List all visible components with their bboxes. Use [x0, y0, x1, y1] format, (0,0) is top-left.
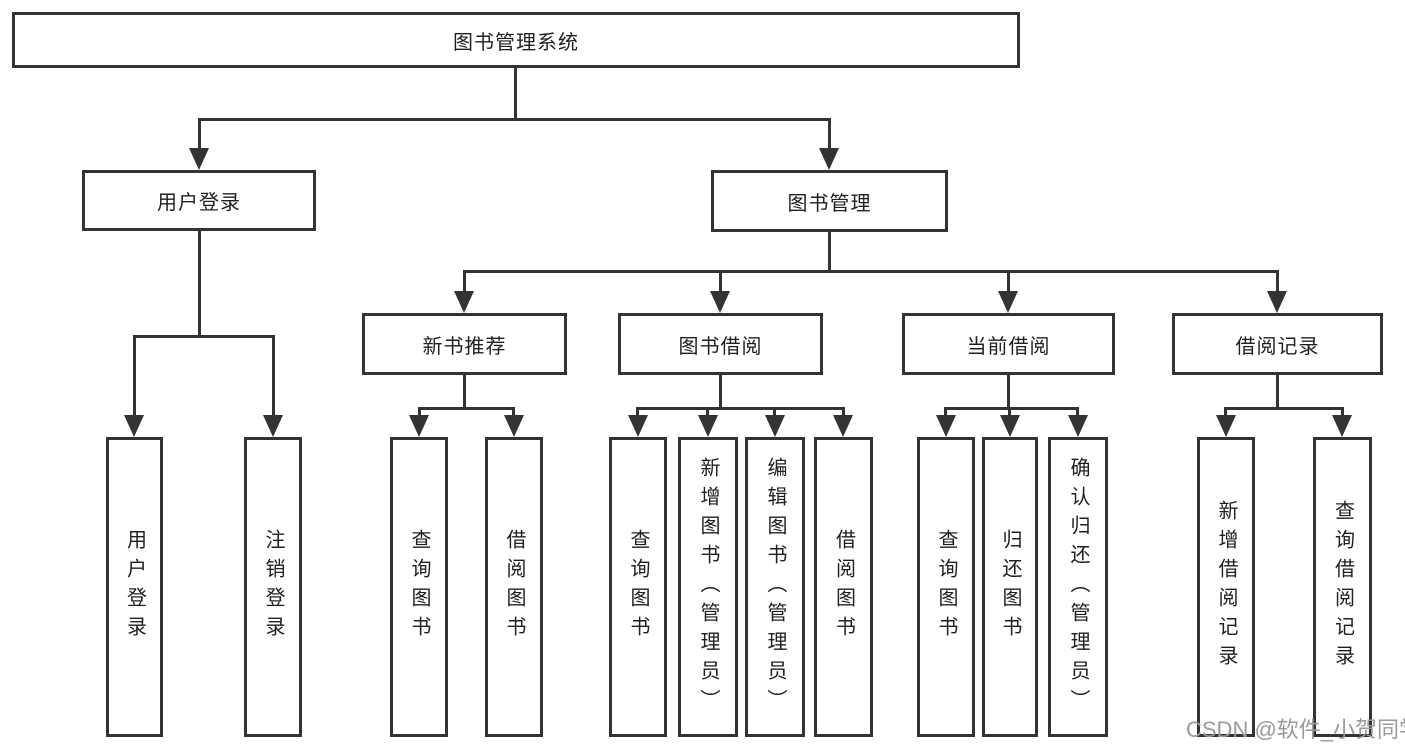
node-borrowing-records: 借阅记录 — [1172, 313, 1383, 375]
connector-line — [133, 335, 136, 415]
node-label: 用户登录 — [123, 529, 146, 645]
arrow-down-icon — [1000, 415, 1020, 437]
node-current-borrowing: 当前借阅 — [902, 313, 1115, 375]
arrow-down-icon — [1332, 415, 1352, 437]
connector-line — [1225, 407, 1344, 410]
connector-line — [512, 407, 515, 415]
node-label: 当前借阅 — [966, 335, 1051, 358]
leaf-add-borrow-record: 新增借阅记录 — [1197, 437, 1255, 737]
arrow-down-icon — [936, 415, 956, 437]
arrow-down-icon — [628, 415, 648, 437]
leaf-borrow-books-recommend: 借阅图书 — [485, 437, 543, 737]
csdn-watermark: CSDN @软件_小贺同学 — [1186, 717, 1405, 742]
node-label: 新增借阅记录 — [1215, 500, 1237, 674]
node-book-management: 图书管理 — [711, 170, 948, 232]
arrow-down-icon — [698, 415, 718, 437]
connector-line — [1008, 407, 1011, 415]
arrow-down-icon — [998, 291, 1018, 313]
leaf-query-books-current: 查询图书 — [917, 437, 975, 737]
connector-line — [198, 118, 831, 121]
connector-line — [418, 407, 421, 415]
connector-line — [133, 335, 275, 338]
node-label: 查询图书 — [627, 529, 649, 645]
connector-line — [514, 68, 517, 118]
connector-line — [945, 407, 1079, 410]
leaf-add-books-admin: 新增图书（管理员） — [678, 437, 738, 737]
connector-line — [1276, 270, 1279, 291]
node-label: 注销登录 — [262, 529, 284, 645]
connector-line — [828, 118, 831, 148]
leaf-borrow-books: 借阅图书 — [814, 437, 873, 737]
connector-line — [944, 407, 947, 415]
node-label: 图书管理系统 — [453, 31, 579, 54]
node-label: 新书推荐 — [422, 335, 507, 358]
node-user-login: 用户登录 — [82, 170, 316, 231]
leaf-user-login: 用户登录 — [106, 437, 163, 737]
node-label: 查询图书 — [408, 529, 430, 645]
arrow-down-icon — [1216, 415, 1236, 437]
connector-line — [1007, 270, 1010, 291]
node-label: 图书管理 — [787, 192, 872, 215]
arrow-down-icon — [409, 415, 429, 437]
arrow-down-icon — [454, 291, 474, 313]
connector-line — [773, 407, 776, 415]
connector-line — [719, 375, 722, 407]
connector-line — [828, 232, 831, 270]
node-label: 查询图书 — [935, 529, 957, 645]
arrow-down-icon — [124, 415, 144, 437]
node-label: 借阅图书 — [832, 529, 855, 645]
arrow-down-icon — [765, 415, 785, 437]
leaf-logout: 注销登录 — [244, 437, 302, 737]
arrow-down-icon — [504, 415, 524, 437]
connector-line — [463, 375, 466, 407]
connector-line — [463, 270, 1279, 273]
leaf-query-books-borrow: 查询图书 — [609, 437, 667, 737]
arrow-down-icon — [189, 148, 209, 170]
leaf-return-books: 归还图书 — [982, 437, 1038, 737]
connector-line — [719, 270, 722, 291]
arrow-down-icon — [1267, 291, 1287, 313]
connector-line — [1341, 407, 1344, 415]
node-label: 借阅记录 — [1235, 335, 1320, 358]
arrow-down-icon — [263, 415, 283, 437]
arrow-down-icon — [710, 291, 730, 313]
node-label: 确认归还（管理员） — [1067, 456, 1089, 718]
node-label: 查询借阅记录 — [1331, 500, 1354, 674]
connector-line — [1224, 407, 1227, 415]
arrow-down-icon — [1068, 415, 1088, 437]
connector-line — [198, 230, 201, 335]
node-label: 图书借阅 — [678, 335, 763, 358]
node-label: 借阅图书 — [503, 529, 525, 645]
leaf-confirm-return-admin: 确认归还（管理员） — [1048, 437, 1108, 737]
connector-line — [463, 270, 466, 291]
connector-line — [418, 407, 515, 410]
connector-line — [1007, 375, 1010, 407]
connector-line — [198, 118, 201, 148]
connector-line — [706, 407, 709, 415]
arrow-down-icon — [819, 148, 839, 170]
node-new-book-recommend: 新书推荐 — [362, 313, 567, 375]
node-label: 用户登录 — [157, 192, 241, 214]
connector-line — [1076, 407, 1079, 415]
connector-line — [272, 335, 275, 415]
leaf-query-borrow-record: 查询借阅记录 — [1313, 437, 1372, 737]
arrow-down-icon — [833, 415, 853, 437]
node-label: 编辑图书（管理员） — [764, 456, 786, 718]
node-label: 新增图书（管理员） — [697, 456, 719, 718]
node-label: 归还图书 — [999, 529, 1021, 645]
leaf-query-books-recommend: 查询图书 — [390, 437, 448, 737]
leaf-edit-books-admin: 编辑图书（管理员） — [745, 437, 805, 737]
node-library-system: 图书管理系统 — [12, 12, 1020, 68]
connector-line — [636, 407, 639, 415]
connector-line — [842, 407, 845, 415]
connector-line — [1276, 375, 1279, 407]
connector-line — [637, 407, 845, 410]
node-book-borrowing: 图书借阅 — [618, 313, 823, 375]
